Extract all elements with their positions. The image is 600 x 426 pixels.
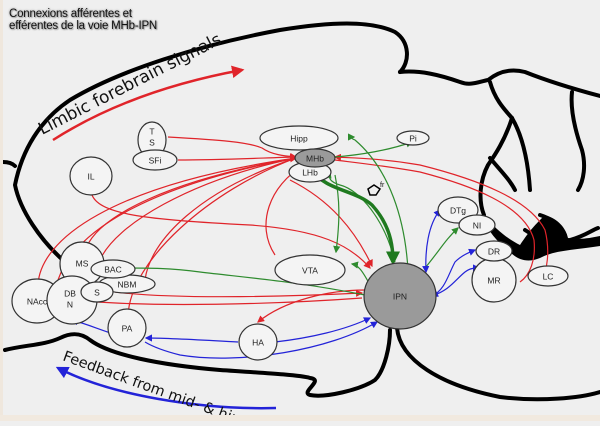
connection-ha-ipn: [274, 317, 372, 343]
fr-label: fr: [380, 182, 385, 189]
nodes: Hipp Pi LHb MHb TS SFi IL NAcc MS DBN NB…: [11, 121, 569, 361]
svg-text:IPN: IPN: [393, 291, 407, 301]
connection-ipn-hipp: [347, 133, 409, 271]
ventral-outline: [3, 328, 392, 398]
node-bac[interactable]: BAC: [90, 259, 136, 279]
svg-text:Pi: Pi: [409, 133, 417, 143]
cerebellum-fold-4: [488, 156, 517, 192]
connection-ipn-ms: [122, 264, 366, 296]
node-mhb[interactable]: MHb: [294, 148, 336, 168]
svg-text:DTg: DTg: [450, 205, 466, 215]
node-il[interactable]: IL: [69, 156, 113, 196]
cortex-notch: [1, 160, 17, 168]
svg-text:BAC: BAC: [104, 264, 121, 274]
bottom-edge-strip: [0, 415, 600, 421]
cerebellum-fold-3: [478, 116, 514, 217]
limbic-signals-arrow: [52, 65, 245, 142]
connection-pa-mhb: [127, 157, 297, 317]
cortex-outline: [13, 21, 409, 264]
title-line-2: efférentes de la voie MHb-IPN: [9, 20, 158, 32]
svg-text:LHb: LHb: [302, 167, 318, 177]
connection-ts-mhb: [167, 136, 298, 161]
connection-bac-mhb: [99, 157, 297, 261]
connection-nacc-mhb: [37, 155, 298, 286]
svg-text:N: N: [67, 299, 73, 309]
svg-text:S: S: [149, 137, 155, 147]
connection-ipn-pa-lower: [144, 321, 379, 359]
connection-dbn-ipn: [74, 297, 363, 306]
svg-text:MHb: MHb: [306, 153, 324, 163]
node-sfi[interactable]: SFi: [132, 149, 178, 171]
connection-ipn-dtg: [422, 209, 441, 274]
node-ipn[interactable]: IPN: [363, 262, 437, 330]
node-ha[interactable]: HA: [238, 323, 278, 361]
fasciculus-retroflexus: [310, 168, 400, 266]
svg-text:SFi: SFi: [149, 155, 162, 165]
feedback-arrow: [55, 366, 277, 410]
cerebellum-fold-2: [510, 116, 532, 192]
svg-text:NAcc: NAcc: [27, 296, 48, 306]
page-title: Connexions afférentes et efférentes de l…: [9, 8, 157, 32]
brain-outline: [1, 21, 600, 402]
svg-text:MS: MS: [76, 258, 89, 268]
svg-text:IL: IL: [87, 171, 94, 181]
connection-lc-mhb: [333, 153, 549, 286]
fr-marker-icon: [367, 184, 382, 196]
svg-text:MR: MR: [487, 275, 500, 285]
cerebellum-mass: [485, 215, 600, 261]
node-pa[interactable]: PA: [107, 308, 147, 348]
connection-ipn-dr: [430, 248, 477, 297]
connection-ipn-lhb: [324, 170, 396, 263]
connection-ha-pa: [144, 334, 239, 343]
cerebellum-top: [398, 68, 600, 98]
connection-nbm-mhb: [144, 157, 297, 281]
svg-text:VTA: VTA: [302, 265, 318, 275]
left-edge-strip: [0, 0, 3, 421]
connection-mhb-vta: [333, 174, 341, 254]
title-line-1: Connexions afférentes et: [9, 8, 132, 20]
svg-text:PA: PA: [122, 323, 133, 333]
cerebellum-fold-5: [569, 90, 587, 192]
node-s[interactable]: S: [80, 281, 114, 303]
node-vta[interactable]: VTA: [274, 254, 346, 286]
svg-text:Hipp: Hipp: [290, 133, 308, 143]
node-hipp[interactable]: Hipp: [259, 125, 339, 151]
brainstem-outline: [395, 326, 600, 402]
node-pi[interactable]: Pi: [396, 130, 430, 146]
svg-text:NI: NI: [473, 220, 482, 230]
node-mr[interactable]: MR: [471, 257, 517, 303]
svg-text:DR: DR: [488, 246, 500, 256]
connection-mhb-ipn-red: [289, 179, 373, 268]
connection-mr-mhb: [334, 159, 535, 283]
node-ni[interactable]: NI: [458, 214, 496, 236]
svg-text:DB: DB: [64, 288, 76, 298]
svg-text:S: S: [94, 287, 100, 297]
limbic-signals-label: Limbic forebrain signals: [35, 30, 225, 140]
connection-ipn-ni: [424, 227, 459, 269]
connection-mhb-pi: [334, 140, 414, 158]
svg-text:T: T: [149, 126, 154, 136]
node-ts[interactable]: TS: [137, 121, 167, 159]
connection-ms-mhb: [85, 157, 297, 249]
svg-text:HA: HA: [252, 337, 264, 347]
node-dr[interactable]: DR: [475, 240, 513, 262]
node-lc[interactable]: LC: [527, 265, 569, 287]
connection-s-ipn: [114, 289, 364, 298]
svg-text:LC: LC: [543, 271, 554, 281]
cerebellum-fold-1: [488, 80, 514, 120]
connection-il-ipn: [91, 194, 371, 269]
svg-text:NBM: NBM: [118, 279, 137, 289]
connection-sfi-mhb: [177, 153, 298, 161]
connection-ipn-ha: [257, 289, 366, 323]
